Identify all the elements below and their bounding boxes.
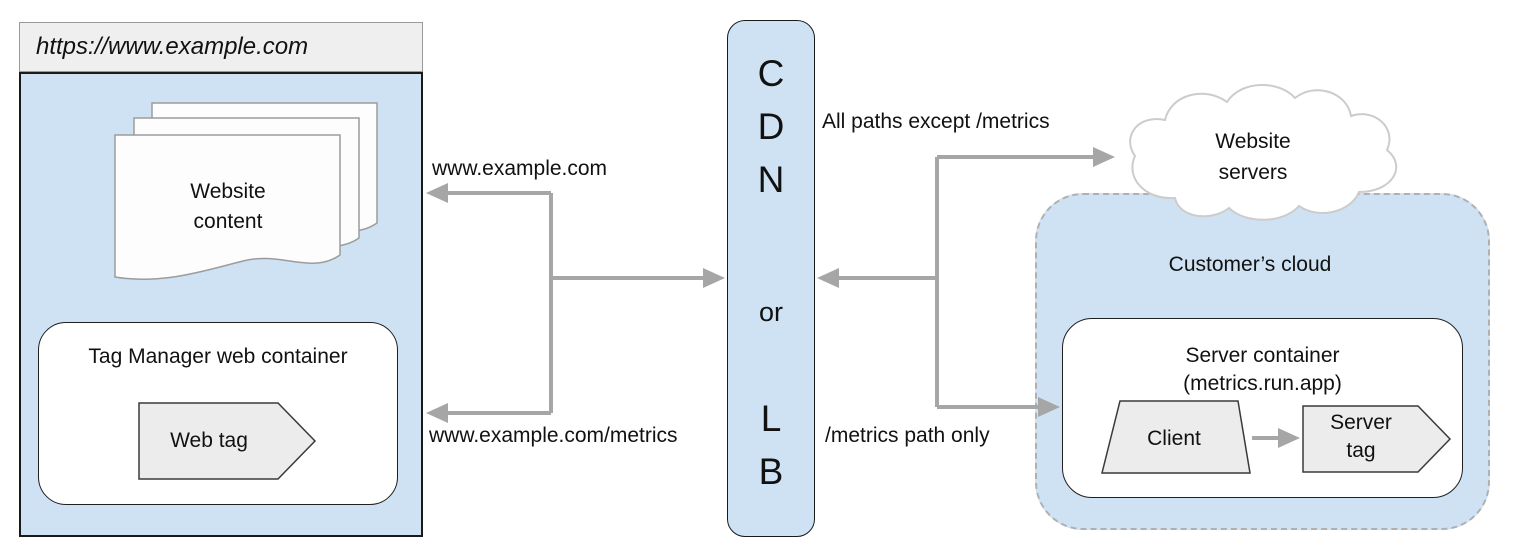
arrowhead-website-content-icon	[426, 183, 448, 203]
website-content-pages	[114, 102, 378, 280]
cloud-icon	[1129, 84, 1398, 221]
lb-letter-b: B	[758, 451, 784, 492]
website-content-label: Website content	[190, 180, 266, 233]
edge-label-metrics-only: /metrics path only	[825, 424, 990, 447]
server-tag-shape	[1302, 405, 1452, 473]
website-servers-cloud	[1129, 84, 1398, 221]
web-tag-pentagon-icon	[138, 402, 317, 480]
customer-cloud-label: Customer’s cloud	[1168, 253, 1332, 276]
edge-label-www: www.example.com	[432, 157, 608, 180]
tag-manager-title: Tag Manager web container	[88, 345, 348, 368]
edge-label-www-metrics: www.example.com/metrics	[429, 424, 678, 447]
lb-letter-l: L	[760, 398, 782, 439]
web-tag-shape	[138, 402, 317, 480]
cdn-lb-box: C D N or L B	[727, 20, 815, 537]
server-container-title: Server container (metrics.run.app)	[1183, 344, 1342, 395]
cdn-letter-d: D	[757, 106, 785, 147]
arrowhead-cdn-right-icon	[817, 268, 839, 288]
cdn-letter-n: N	[757, 159, 785, 200]
arrowhead-website-servers-icon	[1093, 147, 1115, 167]
client-trapezoid-icon	[1101, 400, 1251, 474]
arrowhead-cdn-left-icon	[703, 268, 725, 288]
cdn-or-label: or	[758, 297, 783, 327]
edge-label-all-paths: All paths except /metrics	[822, 110, 1050, 133]
cdn-letter-c: C	[757, 53, 785, 94]
server-tag-pentagon-icon	[1302, 405, 1452, 473]
arrowhead-web-tag-icon	[426, 403, 448, 423]
client-label: Client	[1147, 427, 1201, 450]
server-tag-label: Server tag	[1330, 411, 1392, 462]
web-tag-label: Web tag	[170, 429, 248, 452]
client-shape	[1101, 400, 1251, 474]
browser-url-bar: https://www.example.com	[19, 22, 423, 72]
page-front-icon	[114, 134, 341, 280]
website-servers-label: Website servers	[1215, 130, 1291, 184]
